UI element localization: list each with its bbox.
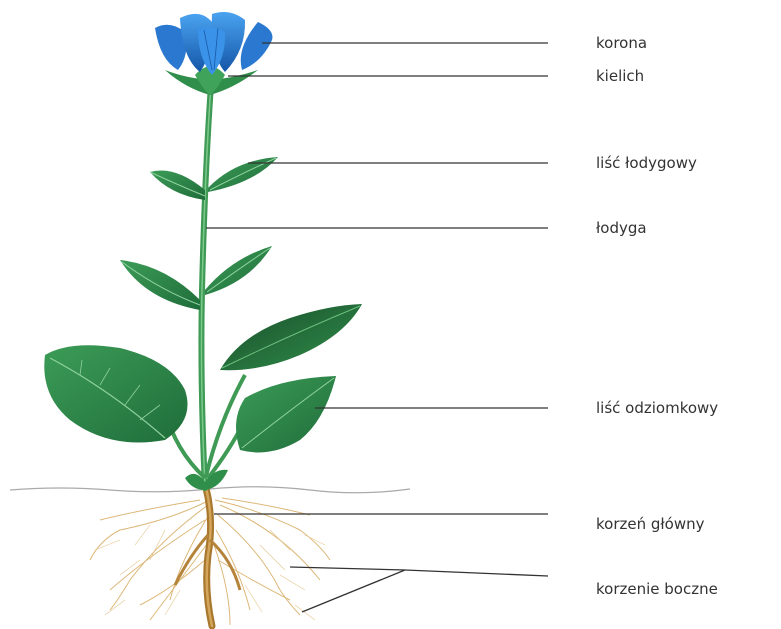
label-korzenie-boczne: korzenie boczne [596,580,718,598]
stem-leaves [120,157,278,310]
label-kielich: kielich [596,67,644,85]
label-lisc-odziomkowy: liść odziomkowy [596,399,718,417]
corolla [155,12,272,75]
label-korzen-glowny: korzeń główny [596,515,705,533]
label-lisc-lodygowy: liść łodygowy [596,154,697,172]
label-lodyga: łodyga [596,219,647,237]
leader-korzenie-boczne [290,567,548,576]
label-korona: korona [596,34,647,52]
